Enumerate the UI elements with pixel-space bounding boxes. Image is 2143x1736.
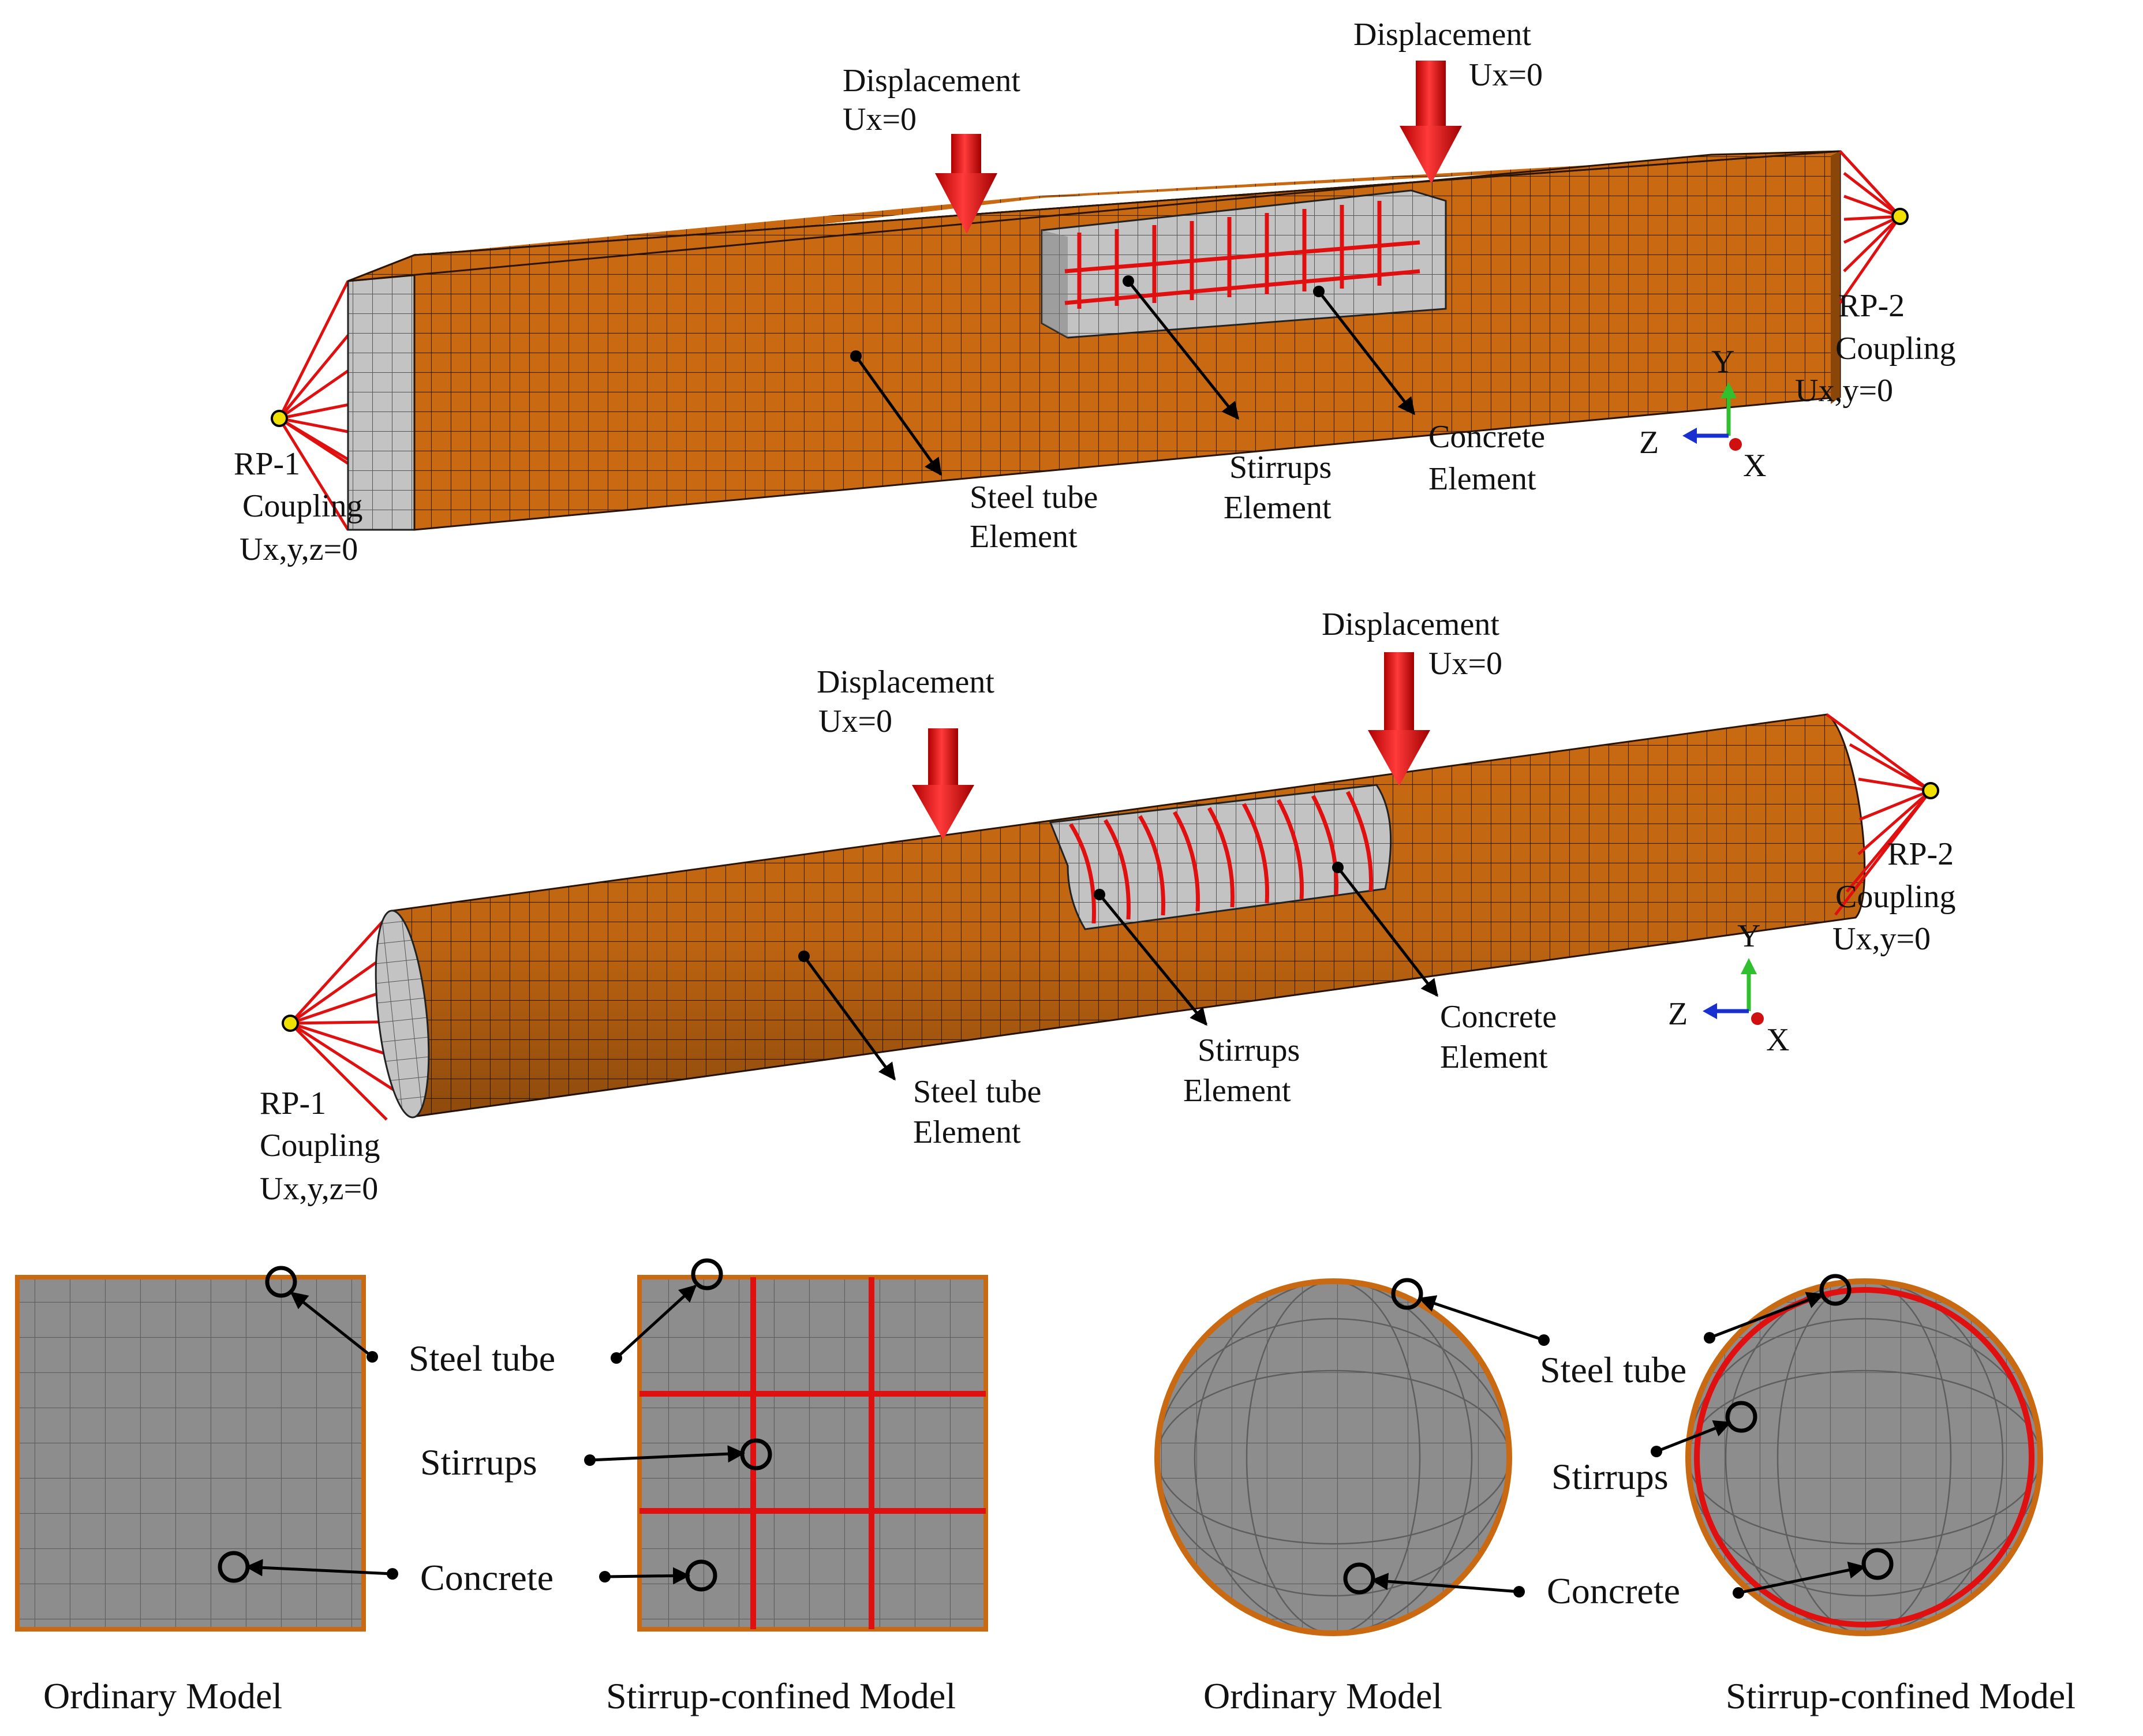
load-right-value: Ux=0 — [1469, 57, 1543, 93]
ci-concrete-label: Concrete — [1547, 1570, 1680, 1611]
rp2-bc: Ux,y=0 — [1795, 373, 1893, 409]
ci-steel-label: Steel tube — [1540, 1349, 1686, 1390]
square-stirrups — [1064, 201, 1420, 309]
circular-cutout-window — [1049, 784, 1392, 930]
load-left-title-circ: Displacement — [817, 664, 994, 700]
rp2-type-circ: Coupling — [1835, 879, 1955, 915]
rp2-bc-circ: Ux,y=0 — [1832, 921, 1931, 957]
axis-triad-top — [1682, 382, 1742, 451]
axis-z: Z — [1639, 425, 1659, 461]
concrete-label-circ-2: Element — [1440, 1039, 1548, 1075]
cylinder-end-face — [375, 910, 430, 1118]
load-left-value: Ux=0 — [843, 102, 917, 137]
square-section-stirrup — [637, 1258, 988, 1632]
rp1-name-circ: RP-1 — [260, 1086, 326, 1121]
load-right-title: Displacement — [1353, 17, 1531, 53]
sq-steel-label: Steel tube — [409, 1338, 555, 1379]
axis-triad-middle — [1703, 958, 1764, 1025]
sq-caption-right: Stirrup-confined Model — [606, 1675, 956, 1716]
steel-label-1: Steel tube — [970, 480, 1098, 515]
axis-x: X — [1743, 448, 1766, 484]
axis-y-circ: Y — [1737, 918, 1760, 954]
circular-section-ordinary — [1154, 1278, 1512, 1636]
steel-label-circ-1: Steel tube — [913, 1074, 1041, 1110]
axis-x-circ: X — [1766, 1022, 1789, 1058]
square-section-ordinary — [15, 1266, 366, 1632]
rp2-point-circ — [1922, 782, 1939, 799]
concrete-label-circ-1: Concrete — [1440, 999, 1557, 1035]
rp1-coupling-lines — [278, 280, 408, 531]
rp2-point — [1891, 208, 1909, 225]
circular-section-labels: Steel tube Stirrups Concrete Ordinary Mo… — [1203, 1349, 2075, 1716]
circular-section-stirrup — [1685, 1274, 2043, 1636]
steel-label-2: Element — [970, 519, 1078, 555]
circular-labels: Displacement Ux=0 Displacement Ux=0 RP-1… — [260, 607, 1955, 1207]
square-labels: Displacement Ux=0 Displacement Ux=0 RP-1… — [234, 17, 1955, 567]
sq-caption-left: Ordinary Model — [43, 1675, 282, 1716]
rp2-type: Coupling — [1835, 331, 1955, 366]
rp2-coupling-lines — [1838, 150, 1902, 304]
rp1-point — [271, 410, 288, 427]
square-member-model — [271, 61, 1909, 531]
rp1-point-circ — [282, 1015, 299, 1032]
stirrups-label-1: Stirrups — [1229, 450, 1332, 485]
circular-member-model — [282, 652, 1939, 1121]
load-arrow-left — [935, 134, 997, 234]
rp1-bc: Ux,y,z=0 — [240, 532, 358, 567]
load-left-title: Displacement — [843, 63, 1020, 99]
load-arrow-left-circ — [912, 728, 974, 840]
steel-label-circ-2: Element — [913, 1114, 1021, 1150]
load-arrow-right — [1400, 61, 1462, 184]
stirrups-label-circ-1: Stirrups — [1198, 1032, 1300, 1068]
load-right-title-circ: Displacement — [1322, 607, 1499, 642]
axis-z-circ: Z — [1668, 996, 1688, 1032]
ci-caption-right: Stirrup-confined Model — [1726, 1675, 2075, 1716]
load-arrow-right-circ — [1368, 652, 1430, 786]
rp1-bc-circ: Ux,y,z=0 — [260, 1171, 378, 1207]
stirrups-label-circ-2: Element — [1183, 1073, 1291, 1109]
concrete-label-1: Concrete — [1428, 419, 1545, 455]
rp2-name-circ: RP-2 — [1887, 836, 1954, 872]
circular-stirrups — [1069, 791, 1373, 924]
rp2-coupling-lines-circ — [1826, 713, 1932, 916]
ci-stirrups-label: Stirrups — [1551, 1456, 1669, 1497]
load-right-value-circ: Ux=0 — [1428, 646, 1502, 682]
rp1-name: RP-1 — [234, 446, 300, 482]
axis-y: Y — [1711, 344, 1734, 380]
sq-stirrups-label: Stirrups — [420, 1442, 537, 1483]
load-left-value-circ: Ux=0 — [818, 704, 892, 739]
concrete-label-2: Element — [1428, 461, 1536, 497]
square-section-labels: Steel tube Stirrups Concrete Ordinary Mo… — [43, 1338, 956, 1716]
ci-caption-left: Ordinary Model — [1203, 1675, 1442, 1716]
rp2-name: RP-2 — [1838, 288, 1905, 324]
rp1-type-circ: Coupling — [260, 1128, 380, 1163]
sq-concrete-label: Concrete — [420, 1557, 553, 1598]
rp1-type: Coupling — [242, 488, 362, 524]
stirrups-label-2: Element — [1224, 490, 1332, 526]
